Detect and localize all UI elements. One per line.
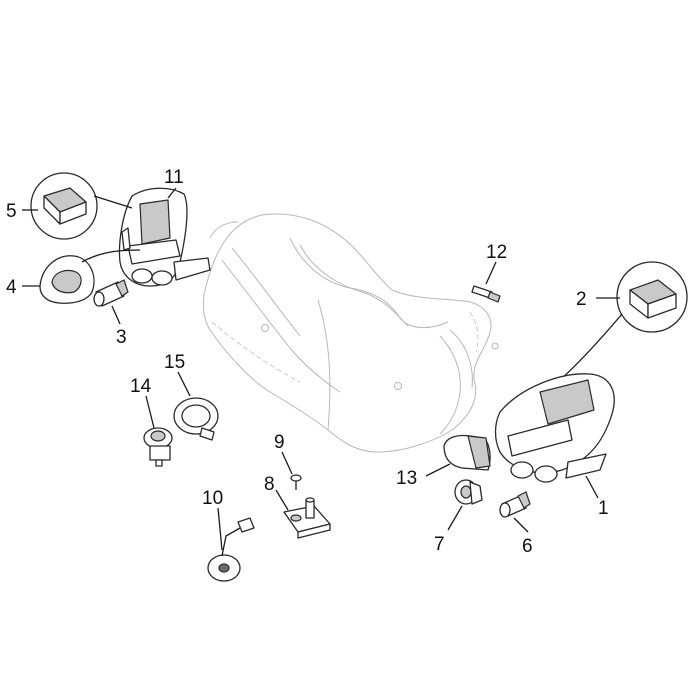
handlebar-cover-body [202, 213, 499, 453]
callout-labels: 1 2 3 4 5 6 7 8 9 10 11 12 13 14 15 [6, 167, 609, 557]
callout-11: 11 [164, 167, 184, 188]
callout-15: 15 [164, 352, 185, 373]
callout-5: 5 [6, 201, 17, 222]
switch-2-zoom [559, 261, 688, 381]
mount-8 [283, 497, 331, 539]
callout-12: 12 [486, 242, 507, 263]
cylinder-6 [499, 491, 531, 518]
sensor-10 [207, 517, 255, 582]
cover-13 [443, 434, 491, 471]
callout-2: 2 [576, 289, 587, 310]
callout-13: 13 [396, 468, 417, 489]
callout-6: 6 [522, 536, 533, 557]
callout-10: 10 [202, 488, 223, 509]
ignition-switch-14 [143, 427, 173, 467]
callout-1: 1 [598, 498, 609, 519]
callout-4: 4 [6, 277, 17, 298]
leader-lines [22, 187, 620, 551]
switch-5-zoom [30, 172, 133, 240]
switch-4-zoom [39, 249, 141, 304]
knob-7 [454, 479, 483, 505]
screw-9 [290, 474, 302, 490]
callout-7: 7 [434, 534, 445, 555]
switch-3 [93, 279, 129, 307]
callout-9: 9 [274, 432, 285, 453]
callout-8: 8 [264, 474, 275, 495]
right-switch-housing [494, 373, 615, 483]
callout-14: 14 [130, 376, 152, 397]
left-switch-housing [118, 187, 211, 287]
ring-15 [173, 397, 219, 441]
callout-3: 3 [116, 327, 127, 348]
bulb-12 [471, 285, 501, 303]
